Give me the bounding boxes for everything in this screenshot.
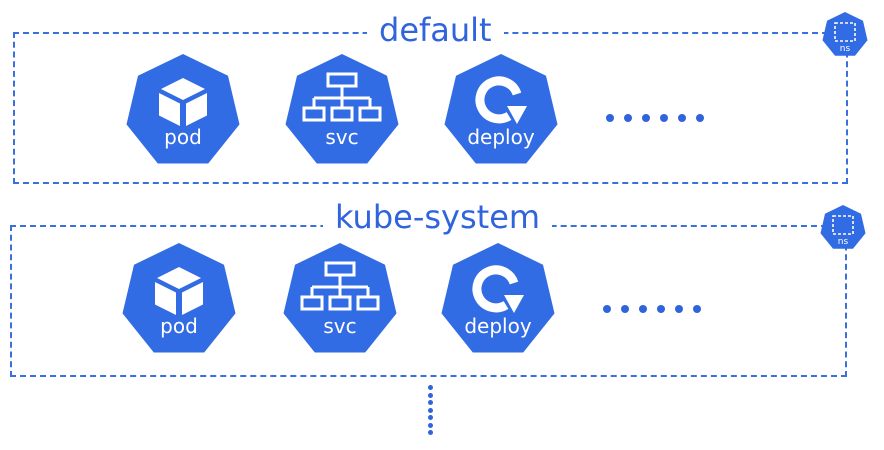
rotate-arrow-icon: [475, 76, 527, 124]
hierarchy-icon: [302, 72, 382, 122]
cube-icon: [159, 78, 207, 126]
heptagon-icon: [283, 243, 397, 353]
svc-resource: svc: [278, 48, 406, 176]
namespace-badge-label: ns: [837, 237, 849, 247]
namespace-title: default: [367, 12, 504, 48]
rotate-arrow-icon: [472, 265, 524, 313]
resource-label: svc: [325, 125, 359, 149]
more-resources-ellipsis: [603, 305, 701, 313]
heptagon-icon: [441, 243, 555, 353]
deploy-resource: deploy: [437, 48, 565, 176]
heptagon-icon: [444, 54, 558, 164]
pod-resource: pod: [115, 237, 243, 365]
namespace-icon: [822, 12, 868, 56]
resource-label: deploy: [464, 314, 532, 338]
resource-label: pod: [160, 314, 198, 338]
deploy-resource: deploy: [434, 237, 562, 365]
resource-label: pod: [164, 125, 202, 149]
pod-resource: pod: [119, 48, 247, 176]
namespace-badge: ns: [820, 10, 870, 60]
resource-label: svc: [323, 314, 357, 338]
heptagon-icon: [122, 243, 236, 353]
namespace-badge: ns: [818, 203, 868, 253]
svc-resource: svc: [276, 237, 404, 365]
more-namespaces-ellipsis: [428, 385, 433, 435]
more-resources-ellipsis: [606, 114, 704, 122]
cube-icon: [155, 267, 203, 315]
namespace-badge-label: ns: [839, 44, 851, 54]
namespace-icon: [820, 205, 866, 249]
namespace-title: kube-system: [323, 199, 553, 235]
hierarchy-icon: [300, 261, 380, 311]
heptagon-icon: [285, 54, 399, 164]
heptagon-icon: [126, 54, 240, 164]
resource-label: deploy: [467, 125, 535, 149]
